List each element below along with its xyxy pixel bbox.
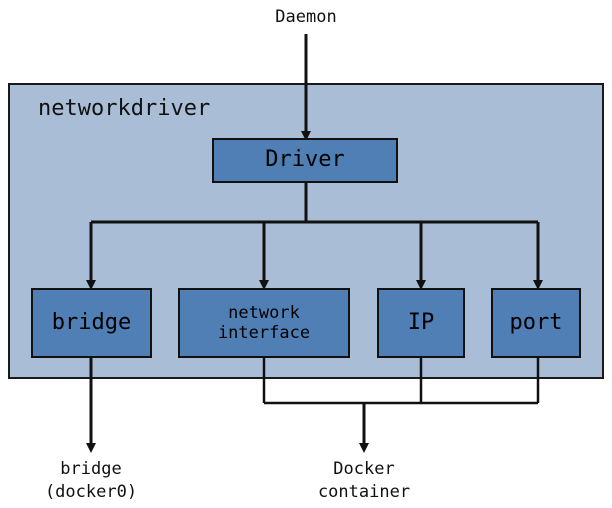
bridge-box-label: bridge: [51, 309, 132, 335]
ip-box: IP: [377, 288, 465, 358]
network-interface-label-line2: interface: [217, 323, 311, 343]
docker-container-output-label: Docker container: [294, 458, 434, 504]
port-box-label: port: [509, 309, 563, 335]
driver-label: Driver: [265, 147, 345, 173]
port-box: port: [491, 288, 581, 358]
networkdriver-title: networkdriver: [38, 96, 211, 121]
daemon-label: Daemon: [275, 7, 337, 27]
bridge-output-line2: (docker0): [44, 481, 138, 502]
docker-container-line2: container: [317, 481, 411, 502]
network-interface-label-line1: network: [228, 302, 300, 323]
bridge-output-label: bridge (docker0): [26, 458, 156, 504]
ip-box-label: IP: [407, 309, 435, 335]
docker-container-line1: Docker: [333, 459, 395, 479]
bridge-box: bridge: [31, 288, 152, 358]
driver-box: Driver: [212, 138, 398, 183]
bridge-output-line1: bridge: [60, 459, 122, 479]
network-interface-box: network interface: [178, 288, 350, 358]
